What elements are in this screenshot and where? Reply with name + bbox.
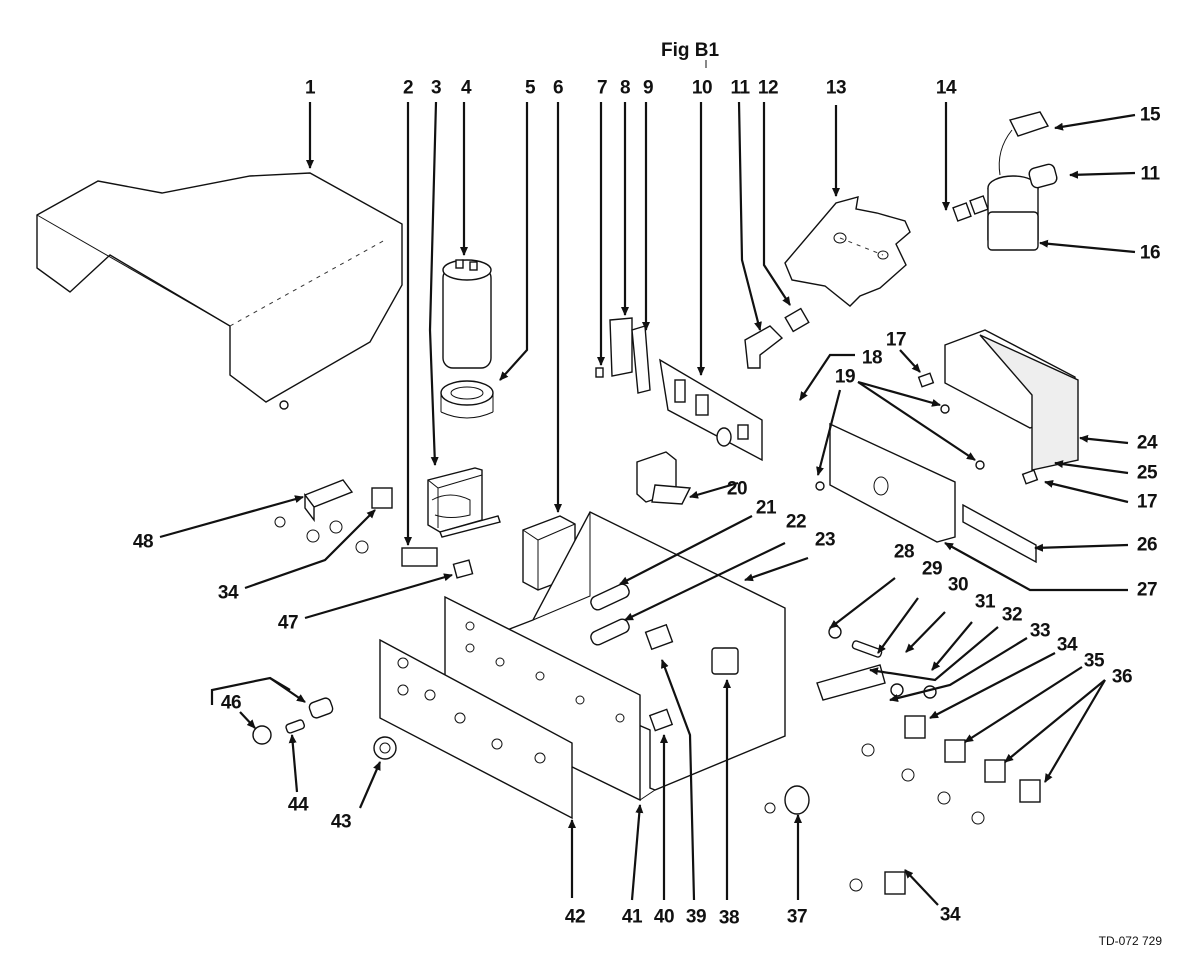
- callout-11-right: 11: [1140, 163, 1160, 185]
- callout-12: 12: [757, 77, 779, 99]
- callout-19: 19: [834, 366, 856, 388]
- callout-43: 43: [330, 811, 352, 833]
- right-switch-parts: [764, 625, 1041, 895]
- callout-26: 26: [1136, 534, 1158, 556]
- connector-47-part: [452, 559, 474, 579]
- relay-socket-part: [636, 451, 692, 505]
- callout-22: 22: [785, 511, 807, 533]
- left-switch-parts: [274, 479, 393, 554]
- callout-31: 31: [974, 591, 996, 613]
- callout-46: 46: [220, 692, 242, 714]
- callout-27: 27: [1136, 579, 1158, 601]
- callout-6: 6: [552, 77, 564, 99]
- callout-44: 44: [287, 794, 309, 816]
- callout-35: 35: [1083, 650, 1105, 672]
- callout-14: 14: [935, 77, 957, 99]
- callout-28: 28: [893, 541, 915, 563]
- callout-1: 1: [304, 77, 316, 99]
- cover-part: [36, 172, 403, 410]
- callout-4: 4: [460, 77, 472, 99]
- callout-39: 39: [685, 906, 707, 928]
- transformer-part: [427, 467, 501, 538]
- callout-48: 48: [132, 531, 154, 553]
- callout-32: 32: [1001, 604, 1023, 626]
- callout-7: 7: [596, 77, 608, 99]
- circuit-board-parts: [595, 317, 763, 462]
- callout-42: 42: [564, 906, 586, 928]
- bridge-rectifier-part: [401, 547, 438, 567]
- callout-11-top: 11: [730, 77, 750, 99]
- callout-17-top: 17: [885, 329, 907, 351]
- callout-15: 15: [1139, 104, 1161, 126]
- fuse-holder-parts: [210, 676, 397, 760]
- callout-36: 36: [1111, 666, 1133, 688]
- callout-18: 18: [861, 347, 883, 369]
- solenoid-valve-parts: [952, 111, 1058, 251]
- callout-47: 47: [277, 612, 299, 634]
- callout-16: 16: [1139, 242, 1161, 264]
- callout-34-left: 34: [217, 582, 239, 604]
- document-id: TD-072 729: [1098, 934, 1162, 948]
- callout-13: 13: [825, 77, 847, 99]
- figure-title: Fig B1: [661, 40, 720, 61]
- callout-20: 20: [726, 478, 748, 500]
- callout-41: 41: [621, 906, 643, 928]
- callout-10: 10: [691, 77, 713, 99]
- callout-38: 38: [718, 907, 740, 929]
- elbow-fitting-parts: [744, 307, 810, 369]
- callout-8: 8: [619, 77, 631, 99]
- callout-17-right: 17: [1136, 491, 1158, 513]
- mounting-bracket-part: [784, 196, 911, 307]
- callout-37: 37: [786, 906, 808, 928]
- callout-34-upper-right: 34: [1056, 634, 1078, 656]
- callout-9: 9: [642, 77, 654, 99]
- callout-24: 24: [1136, 432, 1158, 454]
- callout-34-lower-right: 34: [939, 904, 961, 926]
- callout-23: 23: [814, 529, 836, 551]
- callout-2: 2: [402, 77, 414, 99]
- callout-30: 30: [947, 574, 969, 596]
- main-chassis-part: [379, 511, 786, 820]
- callout-5: 5: [524, 77, 536, 99]
- callout-33: 33: [1029, 620, 1051, 642]
- callout-40: 40: [653, 906, 675, 928]
- callout-25: 25: [1136, 462, 1158, 484]
- callout-29: 29: [921, 558, 943, 580]
- capacitor-part: [440, 259, 494, 419]
- enclosure-box-parts: [815, 329, 1079, 564]
- callout-3: 3: [430, 77, 442, 99]
- leader-lines: [159, 60, 1136, 906]
- callout-21: 21: [755, 497, 777, 519]
